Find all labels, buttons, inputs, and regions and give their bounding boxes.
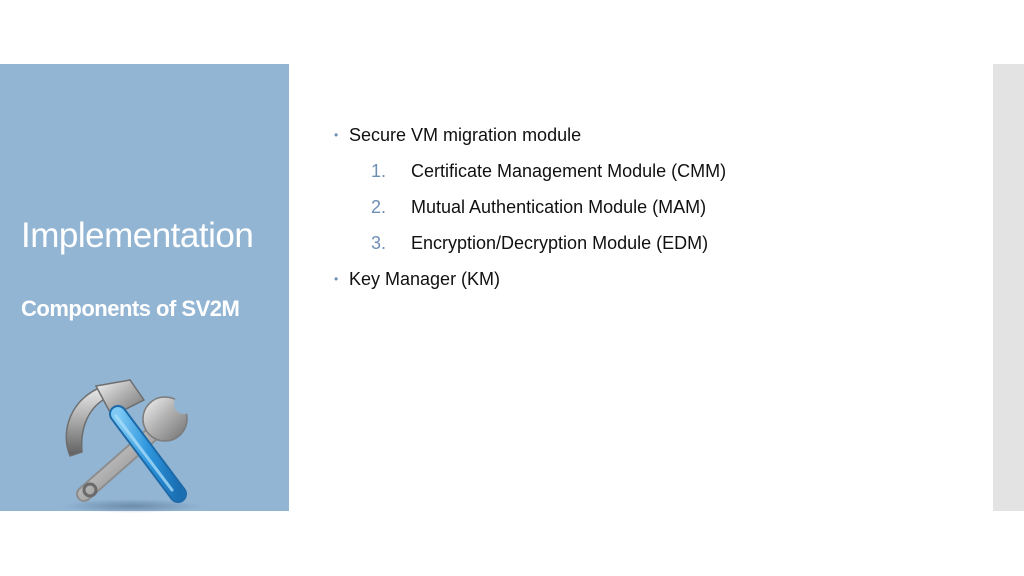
side-strip <box>993 64 1024 511</box>
item-number: 2. <box>371 197 387 217</box>
hammer-icon <box>65 379 187 503</box>
bullet-text: Key Manager (KM) <box>349 269 501 289</box>
list-item: • Key Manager (KM) <box>334 266 954 302</box>
bullet-icon: • <box>334 128 339 142</box>
item-text: Certificate Management Module (CMM) <box>411 161 727 181</box>
hammer-and-wrench-icon <box>62 379 202 513</box>
list-item: • Secure VM migration module <box>334 122 954 158</box>
list-item: 3. Encryption/Decryption Module (EDM) <box>334 230 954 266</box>
bullet-text: Secure VM migration module <box>349 125 582 145</box>
item-text: Mutual Authentication Module (MAM) <box>411 197 707 217</box>
title-panel: Implementation Components of SV2M <box>0 64 289 513</box>
list-item: 2. Mutual Authentication Module (MAM) <box>334 194 954 230</box>
slide-content: • Secure VM migration module 1. Certific… <box>334 122 954 302</box>
bullet-icon: • <box>334 272 339 286</box>
item-number: 1. <box>371 161 387 181</box>
item-number: 3. <box>371 233 387 253</box>
tools-shadow <box>62 499 202 513</box>
list-item: 1. Certificate Management Module (CMM) <box>334 158 954 194</box>
wrench-icon <box>76 381 198 502</box>
slide-title: Implementation <box>21 216 254 255</box>
item-text: Encryption/Decryption Module (EDM) <box>411 233 709 253</box>
slide-subtitle: Components of SV2M <box>21 296 240 321</box>
